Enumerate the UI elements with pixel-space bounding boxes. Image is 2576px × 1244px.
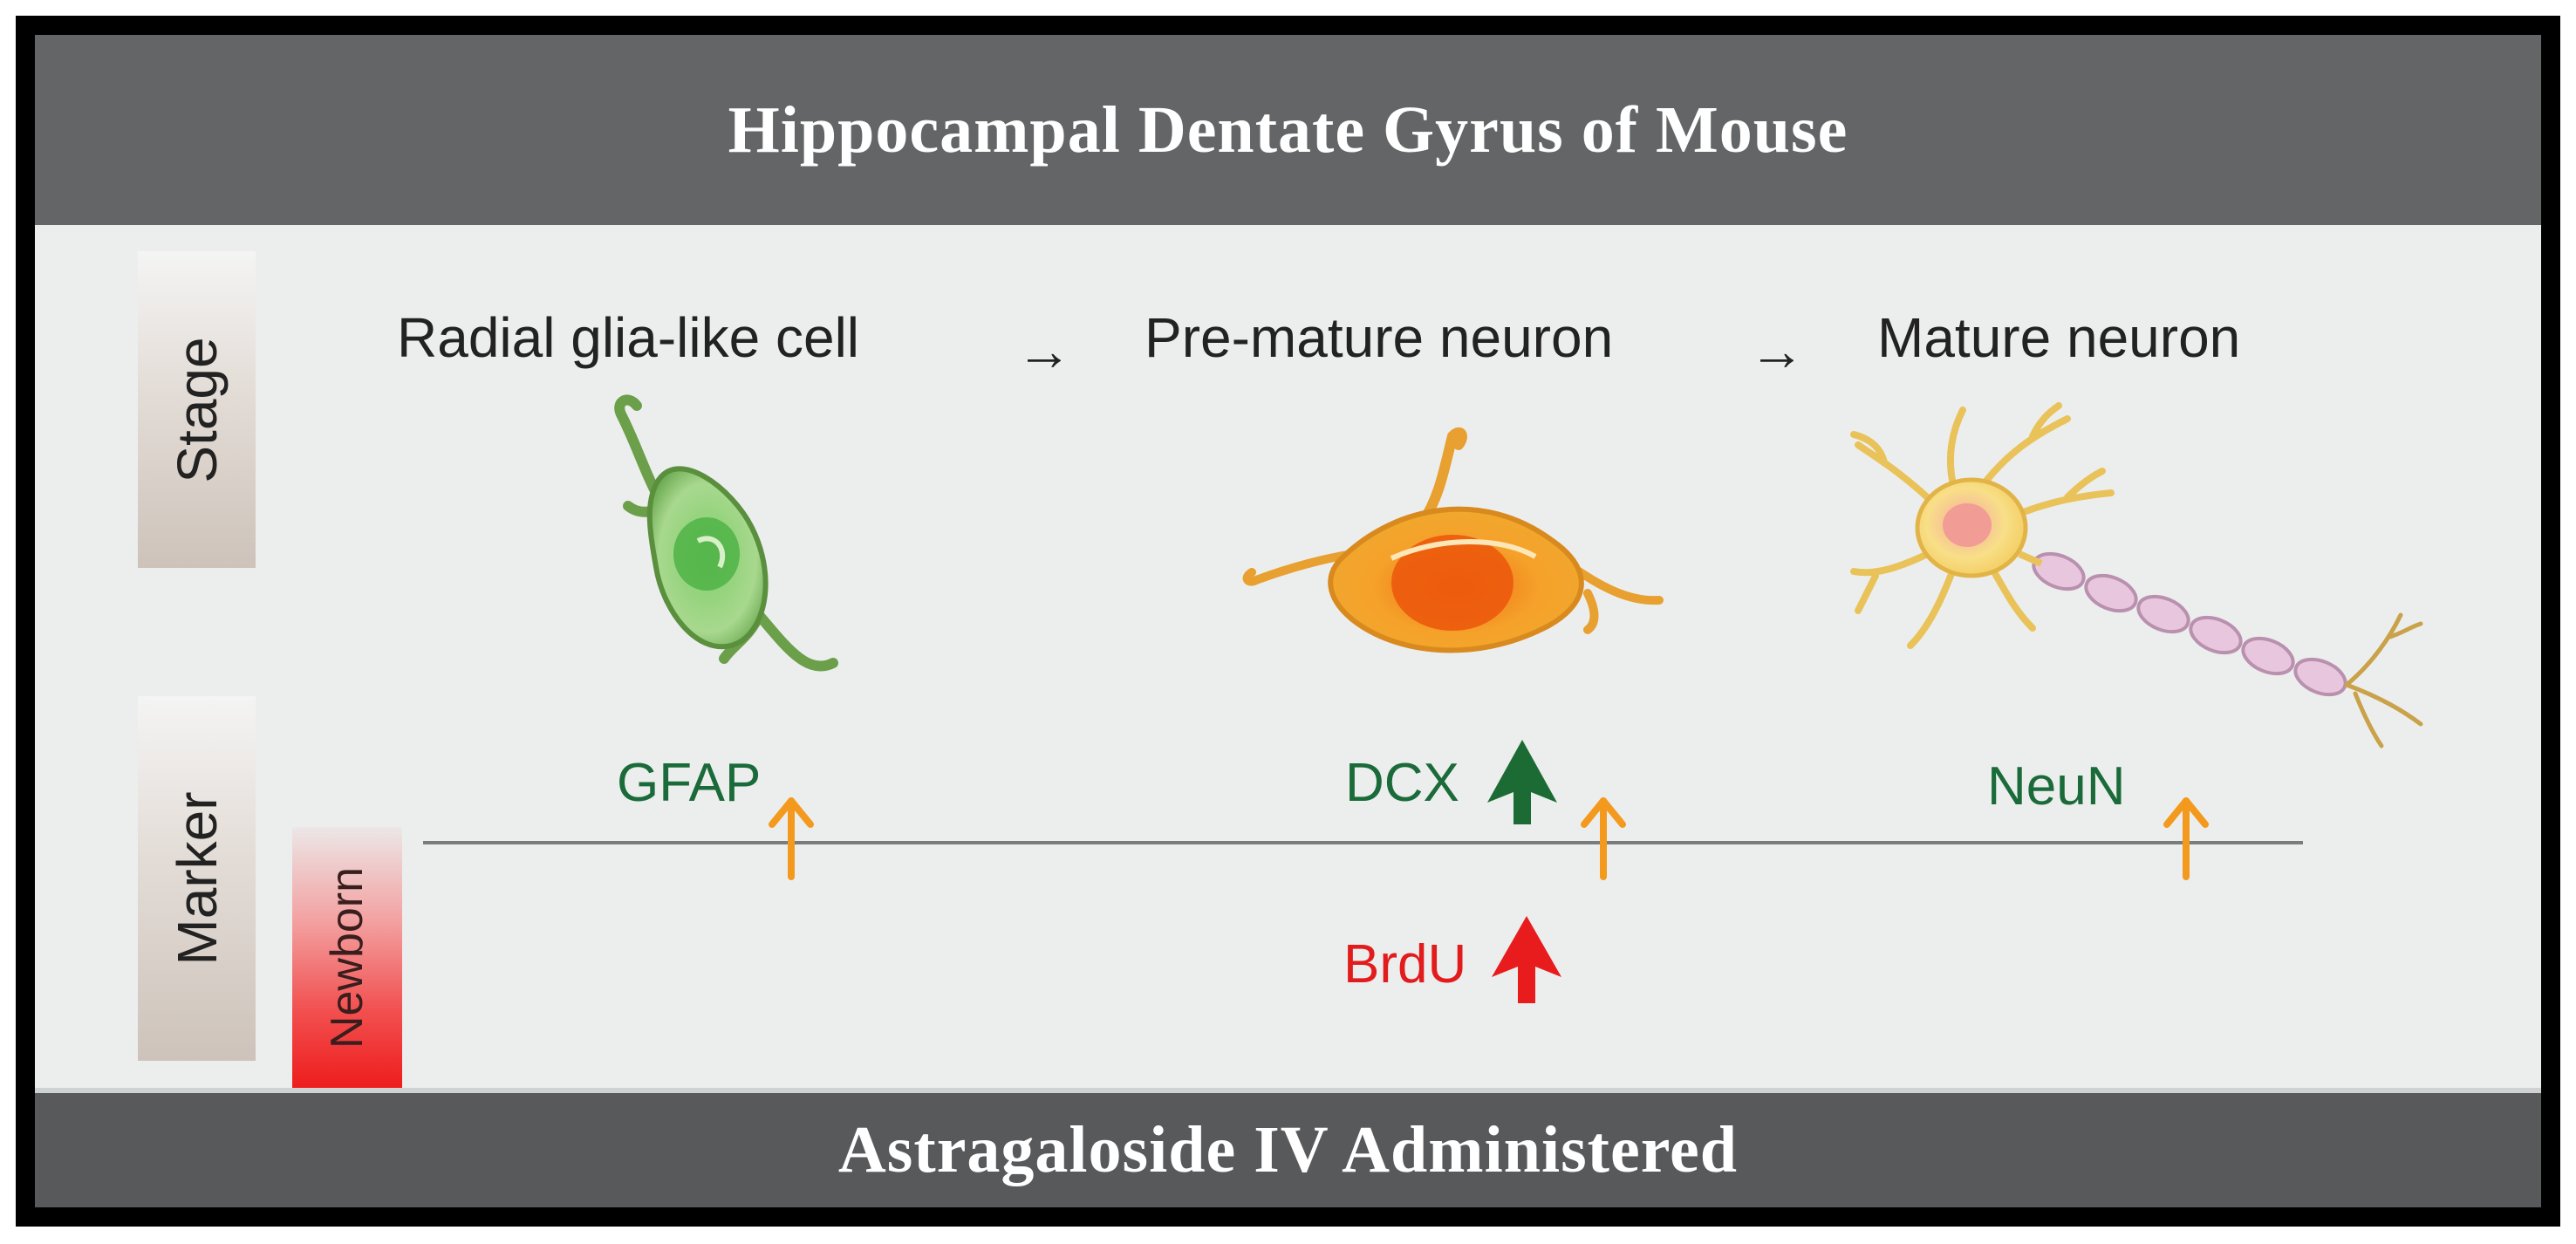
marker-tab: Marker bbox=[138, 696, 256, 1061]
stage-label-radial-glia: Radial glia-like cell bbox=[397, 306, 859, 369]
premature-neuron-icon bbox=[1242, 427, 1664, 653]
timeline-arrow-dcx bbox=[1581, 797, 1626, 880]
stage-tab: Stage bbox=[138, 251, 256, 568]
dcx-increase-arrow bbox=[1487, 740, 1557, 824]
axon-segments bbox=[2032, 551, 2347, 697]
footer-band: Astragaloside IV Administered bbox=[35, 1088, 2541, 1207]
figure-frame: Hippocampal Dentate Gyrus of Mouse Stage… bbox=[16, 16, 2560, 1227]
figure-title: Hippocampal Dentate Gyrus of Mouse bbox=[728, 92, 1848, 167]
stage-label-premature: Pre-mature neuron bbox=[1145, 306, 1614, 369]
flow-arrow-2: → bbox=[1749, 319, 1805, 382]
flow-arrow-1: → bbox=[1016, 319, 1072, 382]
marker-label-dcx: DCX bbox=[1345, 753, 1459, 813]
brdu-increase-arrow bbox=[1492, 916, 1561, 1003]
timeline-arrow-neun bbox=[2163, 797, 2209, 880]
newborn-tab: Newborn bbox=[292, 827, 402, 1089]
marker-label-neun: NeuN bbox=[1987, 756, 2126, 817]
timeline-arrow-gfap bbox=[769, 797, 814, 880]
stage-label-mature: Mature neuron bbox=[1877, 306, 2241, 369]
radial-glia-cell-icon bbox=[614, 394, 838, 672]
footer-text: Astragaloside IV Administered bbox=[837, 1113, 1739, 1186]
figure-canvas: Hippocampal Dentate Gyrus of Mouse Stage… bbox=[35, 35, 2541, 1207]
mature-neuron-icon bbox=[1850, 402, 2423, 748]
title-band: Hippocampal Dentate Gyrus of Mouse bbox=[35, 35, 2541, 225]
marker-label-brdu: BrdU bbox=[1343, 934, 1467, 995]
illustration-layer bbox=[423, 394, 2423, 1003]
marker-label-gfap: GFAP bbox=[617, 753, 762, 813]
